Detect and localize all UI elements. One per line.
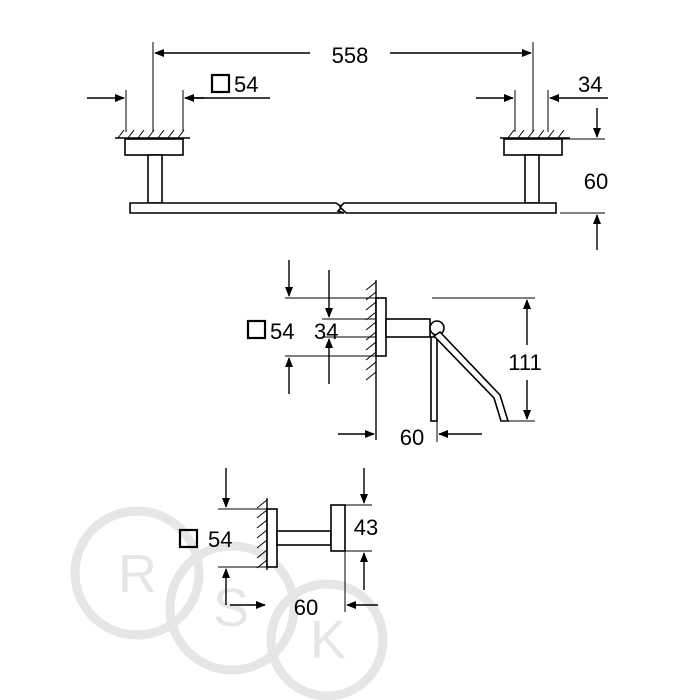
paper-holder-projection-label: 60: [400, 425, 424, 450]
watermark-ring-k: [266, 579, 388, 700]
towel-bar-rail-right: [338, 202, 557, 214]
towel-bar-right-base: [503, 138, 563, 156]
hook-arm: [276, 530, 332, 546]
paper-holder-bracket-width-label: 34: [314, 319, 338, 344]
watermark-letter-s: S: [213, 578, 249, 638]
paper-holder-flap: [432, 330, 510, 422]
towel-bar-left-post: [147, 154, 163, 204]
hook-height-label: 43: [354, 515, 378, 540]
watermark-ring-s: [165, 541, 299, 675]
hook-base-size-label: 54: [208, 527, 232, 552]
towel-bar-left-base: [124, 138, 184, 156]
paper-holder-base: [375, 297, 387, 357]
hook-drawing: 54 43 60: [178, 468, 378, 620]
hook-end: [330, 504, 346, 552]
towel-bar-rail: [129, 202, 345, 214]
watermark-letter-k: K: [310, 610, 346, 670]
towel-bar-projection-label: 60: [584, 169, 608, 194]
square-symbol: [246, 319, 267, 340]
hook-base: [266, 508, 278, 568]
watermark-ring-r: [70, 506, 204, 640]
towel-bar-length-label: 558: [332, 43, 369, 68]
paper-holder-drawing: 54 34 111 60: [246, 260, 542, 450]
paper-holder-stem: [430, 336, 438, 422]
towel-bar-drawing: 558 54 34: [87, 42, 608, 250]
paper-holder-arm: [385, 318, 431, 338]
hook-projection-label: 60: [294, 595, 318, 620]
towel-bar-right-post: [524, 154, 540, 204]
watermark: R S K: [70, 506, 388, 700]
square-symbol: [210, 73, 231, 94]
square-symbol: [178, 528, 199, 549]
towel-bar-base-size-label: 54: [234, 72, 258, 97]
towel-bar-bracket-width-label: 34: [578, 72, 602, 97]
paper-holder-base-size-label: 54: [270, 319, 294, 344]
watermark-letter-r: R: [118, 544, 157, 604]
paper-holder-height-label: 111: [508, 350, 541, 375]
